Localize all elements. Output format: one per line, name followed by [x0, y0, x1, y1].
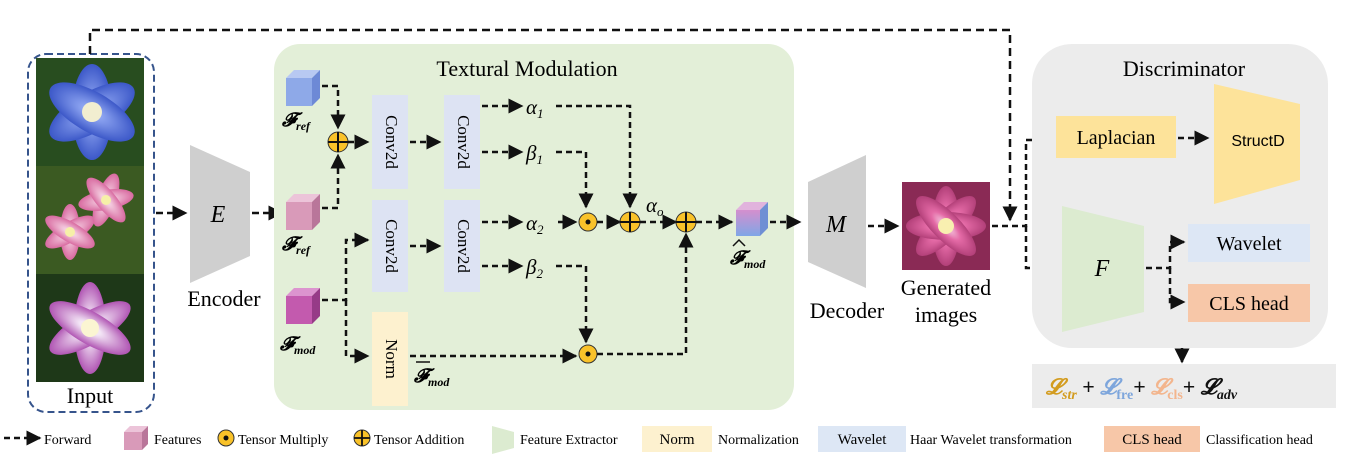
textural-modulation-panel: Textural Modulation 𝓕ref 𝓕ref 𝓕mod [274, 44, 794, 410]
alpha2-label: α2 [526, 211, 544, 237]
modulation-title: Textural Modulation [436, 56, 617, 81]
conv2d-mid-1-label: Conv2d [382, 219, 401, 273]
discriminator-panel: Discriminator Laplacian StructD F Wavele… [1032, 44, 1328, 348]
feature-mod-hat-cube [736, 202, 768, 236]
input-label: Input [67, 383, 113, 408]
decoder: M Decoder [808, 155, 885, 323]
legend-normalization: Normalization [718, 433, 799, 448]
norm-box: Norm [372, 312, 408, 406]
tensor-addition-right [675, 211, 697, 233]
legend-features-cube [124, 426, 148, 450]
structd-label: StructD [1231, 133, 1284, 150]
feature-mod-cube [286, 288, 320, 324]
wavelet-label: Wavelet [1216, 233, 1281, 255]
encoder-label: Encoder [187, 286, 261, 311]
legend: Forward Features Tensor Multiply Tensor … [4, 426, 1313, 454]
beta1-label: β1 [525, 141, 543, 167]
feature-ref-top-cube [286, 70, 320, 106]
laplacian-label: Laplacian [1077, 127, 1156, 149]
tensor-addition-mid [619, 211, 641, 233]
decoder-symbol: M [825, 212, 848, 238]
tensor-multiply-mid [578, 212, 598, 232]
legend-classification: Classification head [1206, 433, 1313, 448]
legend-tensor-multiply: Tensor Multiply [238, 433, 328, 448]
legend-feature-extractor-icon [492, 426, 514, 454]
encoder-symbol: E [210, 202, 226, 228]
cls-label: CLS head [1209, 293, 1288, 315]
legend-cls-box: CLS head [1122, 432, 1182, 448]
legend-norm-swatch [642, 426, 712, 452]
conv2d-top-2-label: Conv2d [454, 115, 473, 169]
generated-image: Generated images [901, 182, 991, 327]
generated-label-line2: images [915, 302, 977, 327]
loss-formula: 𝓛str + 𝓛fre+ 𝓛cls+ 𝓛adv [1032, 364, 1336, 408]
discriminator-title: Discriminator [1123, 56, 1246, 81]
legend-feature-extractor: Feature Extractor [520, 433, 618, 448]
wavelet-box: Wavelet [1188, 224, 1310, 262]
conv2d-top-2: Conv2d [444, 95, 480, 189]
legend-addition-icon [353, 429, 371, 447]
legend-norm-box: Norm [660, 432, 695, 448]
decoder-label: Decoder [810, 298, 885, 323]
laplacian-box: Laplacian [1056, 116, 1176, 158]
tensor-addition-top [327, 131, 349, 153]
legend-features: Features [154, 433, 201, 448]
beta2-label: β2 [525, 255, 543, 281]
feature-extractor-block: F [1062, 206, 1144, 332]
norm-label: Norm [382, 339, 401, 379]
svg-text:𝓛str + 𝓛fre+ 𝓛cls+ 𝓛adv: 𝓛str + 𝓛fre+ 𝓛cls+ 𝓛adv [1045, 374, 1238, 403]
skip-connection [88, 28, 1018, 222]
legend-forward: Forward [44, 433, 91, 448]
input-image-violet-flower [36, 274, 144, 382]
alpha1-label: α1 [526, 95, 544, 121]
cls-head-box: CLS head [1188, 284, 1310, 322]
legend-wavelet-box: Wavelet [838, 432, 888, 448]
conv2d-top-1-label: Conv2d [382, 115, 401, 169]
legend-haar: Haar Wavelet transformation [910, 433, 1072, 448]
legend-multiply-icon [217, 429, 235, 447]
alpha-o-label: αo [646, 193, 664, 219]
generated-label-line1: Generated [901, 275, 991, 300]
legend-cls-swatch [1104, 426, 1200, 452]
legend-wavelet-swatch [818, 426, 906, 452]
structd-block: StructD [1214, 84, 1300, 204]
conv2d-mid-2-label: Conv2d [454, 219, 473, 273]
conv2d-mid-2: Conv2d [444, 200, 480, 292]
feature-ref-mid-cube [286, 194, 320, 230]
tensor-multiply-bottom [578, 344, 598, 364]
input-image-blue-flower [36, 58, 144, 166]
encoder: E Encoder [187, 145, 261, 311]
feature-extractor-symbol: F [1094, 256, 1110, 282]
legend-tensor-addition: Tensor Addition [374, 433, 464, 448]
input-image-pink-flower [36, 166, 144, 274]
conv2d-mid-1: Conv2d [372, 200, 408, 292]
input-panel: Input [27, 53, 155, 413]
conv2d-top-1: Conv2d [372, 95, 408, 189]
